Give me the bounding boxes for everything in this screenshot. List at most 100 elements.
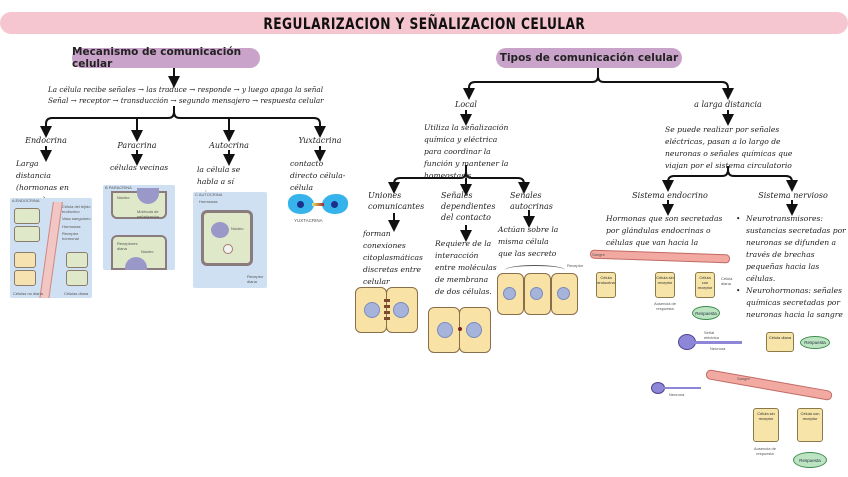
endocrine-fig-label: Hormonas (62, 224, 81, 229)
gap-junction-channels (384, 299, 390, 321)
nucleus (393, 302, 409, 318)
no-response-label: Ausencia de respuesta (753, 446, 776, 456)
cell (497, 273, 524, 315)
main-title-banner: REGULARIZACION Y SEÑALIZACION CELULAR (0, 12, 848, 34)
type-endocrina-label: Endocrina (25, 136, 67, 145)
autocrine-signals-label: Señales autocrinas (510, 191, 553, 211)
endocrine-system-label: Sistema endocrino (632, 191, 708, 200)
type-autocrina-label: Autocrina (209, 141, 249, 150)
blood-vessel (589, 249, 731, 264)
blood-label: Sangre (592, 252, 605, 257)
response-oval: Respuesta (800, 336, 830, 349)
endocrine-cell (14, 208, 40, 224)
cell-with-receptor: Célula con receptor (797, 408, 823, 442)
type-paracrina-desc: células vecinas (110, 163, 169, 172)
autocrine-signal-arc (505, 265, 565, 275)
left-section-header: Mecanismo de comunicación celular (72, 46, 260, 70)
paracrine-fig-label: Molécula de señalización (137, 209, 160, 219)
nucleus (437, 322, 453, 338)
endocrine-diagram: A ENDOCRINA Célula del tejido endócrino … (10, 198, 92, 298)
type-yuxtacrina-label: Yuxtacrina (298, 136, 342, 145)
juxtacrine-contact (312, 203, 324, 206)
neurotransmitter-diagram: Señal eléctrica Neurona Célula diana Res… (674, 328, 834, 358)
target-cell (66, 270, 88, 286)
nucleus (125, 257, 147, 270)
main-title: REGULARIZACION Y SEÑALIZACION CELULAR (263, 13, 585, 33)
contact-molecule (458, 327, 462, 331)
contact-signals-desc: Requiere de la interacción entre molécul… (435, 239, 497, 296)
juxtacrine-diagram: YUXTACRINA (286, 192, 352, 228)
nervous-system-list: Neurotransmisores: sustancias secretadas… (736, 213, 848, 321)
juxtacrine-caption: YUXTACRINA (294, 218, 323, 223)
blood-vessel (39, 202, 63, 298)
nucleus (137, 188, 159, 204)
cell-without-receptor: Célula sin receptor (753, 408, 779, 442)
target-cell: Célula diana (766, 332, 794, 352)
nervous-system-label: Sistema nervioso (758, 191, 828, 200)
left-intro-line-1: La célula recibe señales → las traduce →… (48, 85, 324, 94)
paracrine-diagram: B PARACRINA Núcleo Molécula de señalizac… (103, 185, 175, 270)
right-section-header-text: Tipos de comunicación celular (499, 52, 679, 64)
endocrine-cell (14, 226, 40, 242)
autocrine-cell (201, 210, 253, 266)
cell-without-receptor: Célula sin receptor (655, 272, 675, 298)
nucleus (557, 287, 570, 300)
autocrine-signals-desc: Actúan sobre la misma célula que las sec… (498, 225, 559, 258)
nucleus (530, 287, 543, 300)
autocrine-fig-label: Núcleo (231, 226, 244, 231)
non-target-cell (14, 252, 36, 268)
neuron-label: Neurona (710, 346, 726, 351)
local-label: Local (455, 100, 477, 109)
endocrine-fig-label: Células diana (64, 291, 89, 296)
endocrine-fig-label: Células no diana (13, 291, 43, 296)
neurohormones-item: Neurohormonas: señales químicas secretad… (736, 285, 848, 321)
paracrine-fig-label: Núcleo (117, 195, 130, 200)
target-cell (66, 252, 88, 268)
autocrine-diagram: C AUTOCRINA Hormonas Núcleo Receptor dia… (193, 192, 267, 288)
paracrine-fig-tag: B PARACRINA (105, 185, 132, 190)
nucleus (211, 222, 229, 238)
paracrine-fig-label: Receptores diana (117, 241, 138, 251)
gap-junction-diagram (355, 287, 419, 335)
electric-signal-label: Señal eléctrica (704, 330, 719, 340)
local-desc: Utiliza la señalización química y eléctr… (424, 123, 509, 180)
endocrine-fig-tag: A ENDOCRINA (12, 198, 40, 203)
response-oval: Respuesta (692, 306, 720, 320)
axon (663, 387, 701, 389)
nucleus (364, 302, 380, 318)
nucleus (503, 287, 516, 300)
juxtacrine-nucleus (297, 201, 304, 208)
non-target-cell (14, 270, 36, 286)
blood-label: Sangre (737, 376, 750, 381)
right-section-header: Tipos de comunicación celular (496, 48, 682, 68)
long-distance-label: a larga distancia (694, 100, 762, 109)
nucleus (466, 322, 482, 338)
endocrine-fig-label: Vaso sanguíneo (62, 216, 91, 221)
endocrine-cell: Célula endocrina (596, 272, 616, 298)
contact-signals-label: Señales dependientes del contacto (441, 191, 496, 222)
endocrine-hormone-diagram: Sangre Célula endocrina Célula sin recep… (589, 246, 740, 326)
contact-signal-diagram (428, 307, 492, 355)
gap-junctions-label: Uniones comunicantes (368, 191, 425, 211)
neurohormone-diagram: Neurona Sangre Célula sin receptor Célul… (645, 364, 845, 474)
endocrine-fig-label: Receptor hormonal (62, 231, 79, 241)
paracrine-fig-label: Núcleo (141, 249, 154, 254)
autocrine-cells-diagram: Receptor (497, 263, 584, 315)
type-paracrina-label: Paracrina (117, 141, 157, 150)
juxtacrine-nucleus (331, 201, 338, 208)
long-distance-desc: Se puede realizar por señales eléctricas… (665, 125, 793, 170)
no-response-label: Ausencia de respuesta (653, 301, 676, 311)
autocrine-fig-tag: C AUTOCRINA (195, 192, 223, 197)
response-oval: Respuesta (793, 452, 827, 468)
endocrine-fig-label: Célula del tejido endócrino (62, 204, 91, 214)
target-cell-label: Célula diana (721, 276, 733, 286)
left-section-header-text: Mecanismo de comunicación celular (72, 46, 242, 70)
axon (694, 341, 742, 344)
type-yuxtacrina-desc: contacto directo célula-célula (290, 159, 346, 192)
neuron-label: Neurona (669, 392, 685, 397)
cell-with-receptor: Célula con receptor (695, 272, 715, 298)
autocrine-fig-label: Receptor diana (247, 274, 264, 284)
autocrine-fig-label: Hormonas (199, 199, 218, 204)
neurotransmitters-item: Neurotransmisores: sustancias secretadas… (736, 213, 848, 285)
autocrine-receptor-label: Receptor (567, 263, 584, 268)
